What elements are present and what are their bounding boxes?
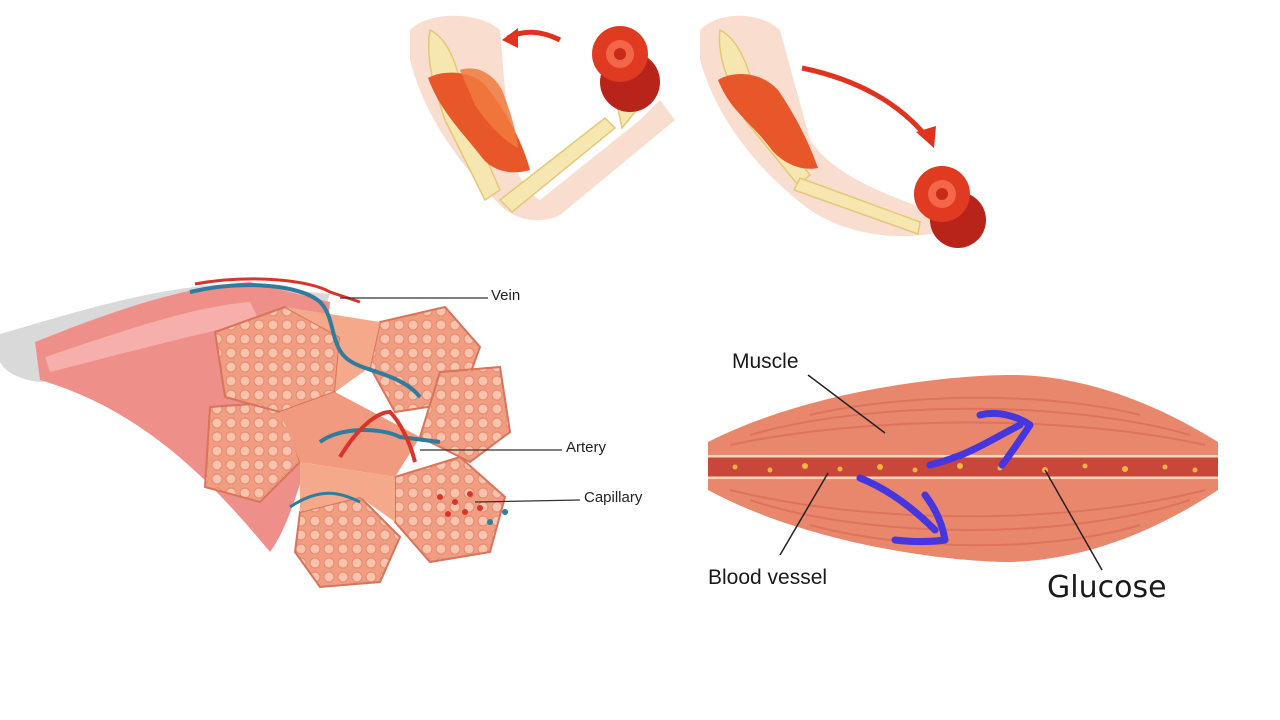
arm-curl-illustration	[390, 0, 1000, 260]
arm-curl-svg	[390, 0, 1000, 260]
fascicles	[205, 307, 510, 587]
muscle-bundle-diagram: Vein Artery Capillary	[0, 262, 690, 602]
muscle-bundle-svg: Vein Artery Capillary	[0, 262, 690, 602]
muscle-vessel-diagram: Muscle Blood vessel Glucose	[690, 330, 1250, 620]
muscle-vessel-svg: Muscle Blood vessel Glucose	[690, 330, 1250, 620]
lower-arrow	[802, 68, 925, 135]
blood-vessel-label: Blood vessel	[708, 566, 827, 589]
dumbbell-right	[914, 166, 986, 248]
extended-arm	[700, 16, 950, 236]
dumbbell-left	[592, 26, 660, 112]
artery-label: Artery	[566, 439, 607, 456]
muscle-label: Muscle	[732, 350, 799, 373]
vein-label: Vein	[491, 287, 520, 304]
curl-arrow-head	[502, 28, 518, 48]
capillary-label: Capillary	[584, 489, 643, 506]
glucose-label: Glucose	[1047, 570, 1167, 605]
fascicle	[395, 457, 505, 562]
